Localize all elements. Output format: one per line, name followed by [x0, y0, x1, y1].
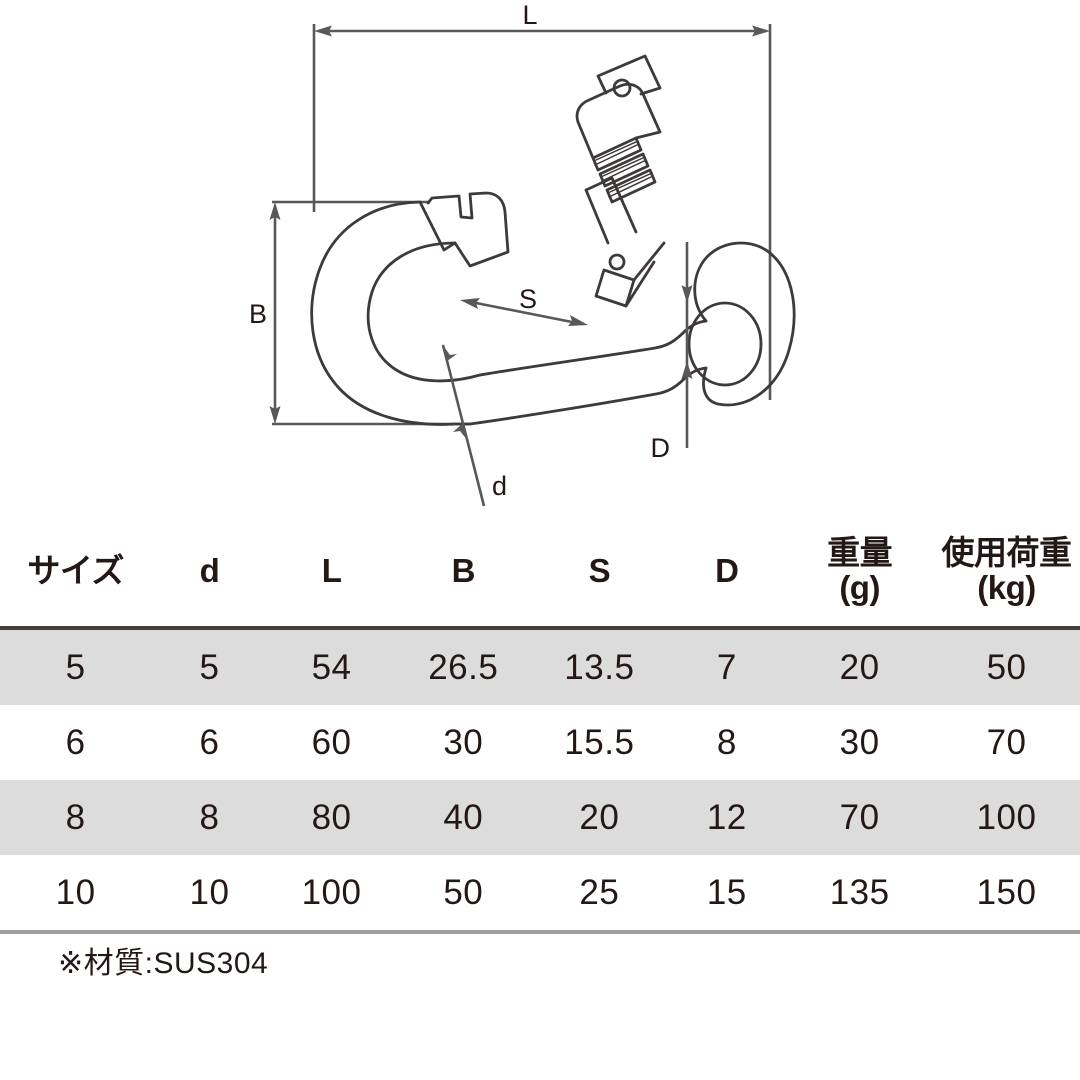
cell-d: 6 — [199, 722, 220, 762]
material-footnote: ※材質:SUS304 — [58, 947, 269, 980]
table-header: サイズ d L B S D 重量 (g) — [0, 518, 1080, 628]
cell-d: 5 — [199, 647, 220, 687]
column-header-b-main: B — [451, 551, 476, 589]
table-row: 5 5 54 26.5 13.5 7 20 50 — [0, 628, 1080, 705]
cell-working-load: 100 — [976, 797, 1037, 837]
cell-capital-d: 12 — [706, 797, 747, 837]
column-header-d: d — [151, 518, 268, 628]
cell-capital-d: 15 — [706, 872, 747, 912]
column-header-working-load-main: 使用荷重 — [941, 534, 1073, 572]
hook-body-outline — [310, 191, 796, 426]
column-header-size: サイズ — [0, 518, 151, 628]
column-header-l: L — [268, 518, 395, 628]
column-header-d-main: d — [199, 551, 220, 589]
dimension-line-D — [681, 242, 693, 448]
column-header-weight-main: 重量 — [827, 534, 893, 572]
cell-b: 50 — [443, 872, 484, 912]
specification-table: サイズ d L B S D 重量 (g) — [0, 518, 1080, 934]
cell-l: 100 — [301, 872, 362, 912]
column-header-weight-unit: (g) — [839, 569, 880, 606]
cell-s: 15.5 — [564, 722, 635, 762]
column-header-b: B — [395, 518, 531, 628]
table-row: 10 10 100 50 25 15 135 150 — [0, 855, 1080, 932]
dimension-label-B: B — [249, 299, 267, 329]
dimension-label-S: S — [519, 284, 537, 314]
cell-working-load: 50 — [986, 647, 1027, 687]
cell-size: 10 — [55, 872, 96, 912]
cell-l: 60 — [311, 722, 352, 762]
column-header-l-main: L — [321, 551, 342, 589]
cell-d: 10 — [189, 872, 230, 912]
dimension-line-d — [441, 344, 486, 507]
cell-s: 25 — [579, 872, 620, 912]
screw-gate-assembly — [575, 54, 666, 308]
table-header-row: サイズ d L B S D 重量 (g) — [0, 518, 1080, 628]
column-header-capital-d-main: D — [715, 551, 739, 589]
cell-l: 80 — [311, 797, 352, 837]
dimension-label-d: d — [492, 471, 507, 501]
knurl-hatching — [594, 140, 653, 198]
cell-d: 8 — [199, 797, 220, 837]
cell-capital-d: 8 — [716, 722, 737, 762]
cell-size: 8 — [65, 797, 86, 837]
cell-weight: 30 — [839, 722, 880, 762]
column-header-weight: 重量 (g) — [786, 518, 933, 628]
cell-s: 20 — [579, 797, 620, 837]
cell-working-load: 150 — [976, 872, 1037, 912]
table-row: 6 6 60 30 15.5 8 30 70 — [0, 705, 1080, 780]
table-row: 8 8 80 40 20 12 70 100 — [0, 780, 1080, 855]
cell-weight: 135 — [829, 872, 890, 912]
cell-b: 30 — [443, 722, 484, 762]
column-header-s-main: S — [588, 551, 611, 589]
dimension-line-S — [460, 298, 588, 326]
cell-b: 26.5 — [428, 647, 499, 687]
cell-l: 54 — [311, 647, 352, 687]
cell-s: 13.5 — [564, 647, 635, 687]
cell-weight: 20 — [839, 647, 880, 687]
gate-pivot-hole — [608, 253, 626, 271]
hook-technical-drawing: L B — [0, 0, 1080, 512]
dimension-line-B — [269, 202, 281, 424]
column-header-size-main: サイズ — [27, 551, 124, 589]
cell-size: 5 — [65, 647, 86, 687]
cell-capital-d: 7 — [716, 647, 737, 687]
column-header-working-load: 使用荷重 (kg) — [933, 518, 1080, 628]
dimension-line-L — [314, 25, 770, 37]
cell-b: 40 — [443, 797, 484, 837]
column-header-s: S — [531, 518, 667, 628]
cell-size: 6 — [65, 722, 86, 762]
dimension-label-L: L — [522, 0, 537, 30]
cell-working-load: 70 — [986, 722, 1027, 762]
dimension-extension-lines — [272, 24, 772, 426]
dimension-label-D: D — [651, 433, 671, 463]
cell-weight: 70 — [839, 797, 880, 837]
table-body: 5 5 54 26.5 13.5 7 20 50 6 6 60 30 15.5 … — [0, 628, 1080, 932]
column-header-capital-d: D — [667, 518, 786, 628]
column-header-working-load-unit: (kg) — [977, 569, 1036, 606]
gate-top-hole — [612, 78, 632, 98]
